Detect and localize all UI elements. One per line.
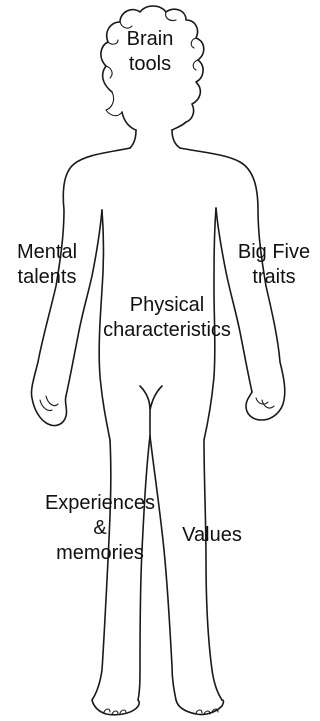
label-bigfive-line1: Big Five: [228, 240, 320, 265]
label-values: Values: [170, 523, 254, 548]
head-right: [172, 122, 186, 130]
label-experiences-line2: &: [20, 516, 180, 541]
left-leg-inner: [138, 436, 150, 700]
label-brain-line2: tools: [104, 52, 196, 77]
label-big-five-traits: Big Five traits: [228, 240, 320, 290]
right-leg-outer: [204, 440, 222, 700]
label-brain-tools: Brain tools: [104, 27, 196, 77]
label-mental-line1: Mental: [2, 240, 92, 265]
label-physical-line2: characteristics: [92, 318, 242, 343]
label-mental-line2: talents: [2, 265, 92, 290]
right-foot: [176, 700, 224, 715]
label-experiences-memories: Experiences & memories: [20, 491, 180, 566]
label-values-line1: Values: [170, 523, 254, 548]
label-experiences-line1: Experiences: [20, 491, 180, 516]
label-brain-line1: Brain: [104, 27, 196, 52]
neck-left: [130, 130, 136, 148]
neck-right: [172, 130, 180, 148]
label-mental-talents: Mental talents: [2, 240, 92, 290]
head-left: [122, 112, 136, 130]
label-physical-line1: Physical: [92, 293, 242, 318]
label-bigfive-line2: traits: [228, 265, 320, 290]
right-leg-inner: [150, 436, 176, 700]
left-hand-fingers: [40, 396, 58, 411]
right-hand-fingers: [256, 398, 274, 408]
left-leg-outer: [92, 440, 111, 700]
left-foot: [92, 700, 139, 715]
crotch: [140, 386, 162, 436]
label-physical-characteristics: Physical characteristics: [92, 293, 242, 343]
label-experiences-line3: memories: [20, 541, 180, 566]
